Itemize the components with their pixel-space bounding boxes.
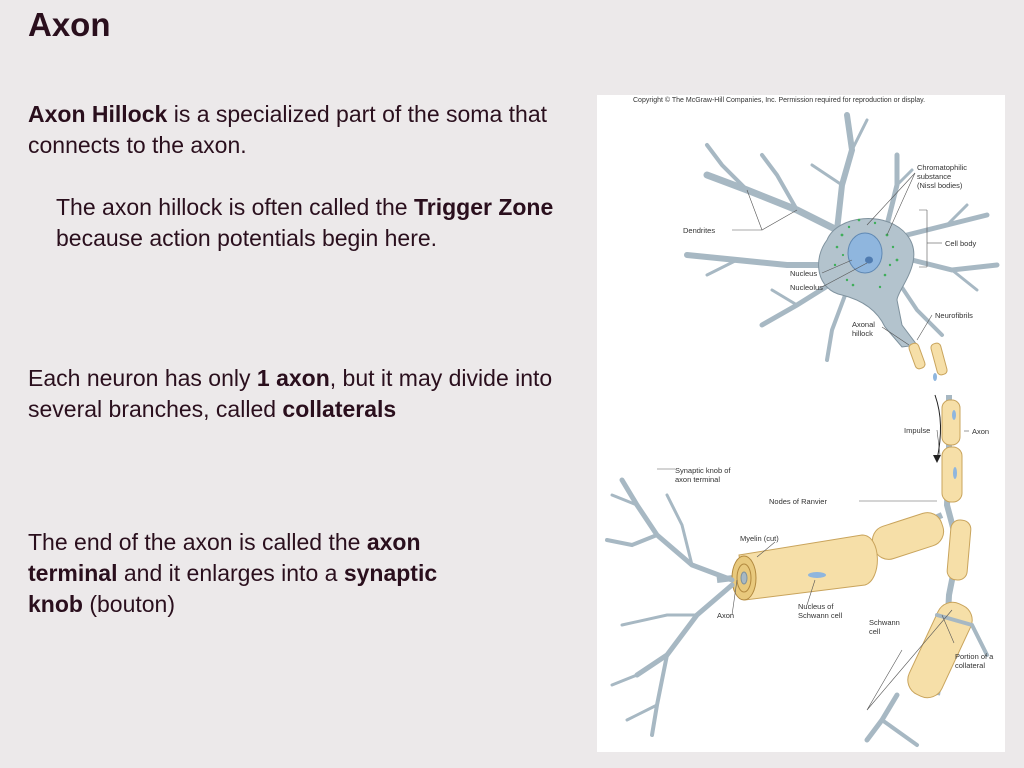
- text-terminal-1: The end of the axon is called the: [28, 529, 367, 555]
- text-collaterals-1: Each neuron has only: [28, 365, 257, 391]
- term-axon-terminal: axon terminal: [28, 529, 421, 586]
- text-trigger-intro: The axon hillock is often called the: [56, 194, 414, 220]
- label-nucleolus: Nucleolus: [790, 283, 823, 292]
- copyright-notice: Copyright © The McGraw-Hill Companies, I…: [633, 96, 925, 104]
- text-collaterals-2: , but it may divide into several branche…: [28, 365, 553, 422]
- label-dendrites: Dendrites: [683, 226, 715, 235]
- term-synaptic-knob: synaptic knob: [28, 560, 438, 617]
- label-nucleus-schwann-2: Schwann cell: [798, 611, 843, 620]
- label-axon-right: Axon: [972, 427, 989, 436]
- text-axon-hillock-def: is a specialized part of the soma that c…: [28, 101, 548, 158]
- paragraph-collaterals: Each neuron has only 1 axon, but it may …: [28, 363, 573, 425]
- label-impulse: Impulse: [904, 426, 930, 435]
- paragraph-axon-terminal: The end of the axon is called the axon t…: [28, 527, 498, 620]
- label-synaptic-knob-2: axon terminal: [675, 475, 720, 484]
- nucleus-shape: [847, 232, 883, 274]
- label-axonal-hillock-1: Axonal: [852, 320, 875, 329]
- label-cell-body: Cell body: [945, 239, 977, 248]
- label-chromatophilic-3: (Nissl bodies): [917, 181, 963, 190]
- axon-right: [907, 395, 973, 699]
- label-collateral-1: Portion of a: [955, 652, 994, 661]
- label-neurofibrils: Neurofibrils: [935, 311, 973, 320]
- neuron-illustration: Copyright © The McGraw-Hill Companies, I…: [605, 96, 1000, 747]
- text-trigger-reason: because action potentials begin here.: [56, 225, 438, 251]
- impulse-arrow: [933, 394, 942, 463]
- neuron-diagram: Copyright © The McGraw-Hill Companies, I…: [597, 95, 1005, 752]
- slide-title: Axon: [28, 6, 111, 43]
- nissl-bodies: [833, 218, 899, 289]
- label-axonal-hillock-2: hillock: [852, 329, 873, 338]
- paragraph-trigger-zone: The axon hillock is often called the Tri…: [56, 192, 576, 254]
- label-nodes-of-ranvier: Nodes of Ranvier: [769, 497, 827, 506]
- label-myelin: Myelin (cut): [740, 534, 779, 543]
- label-nucleus-schwann-1: Nucleus of: [798, 602, 834, 611]
- label-chromatophilic-1: Chromatophilic: [917, 163, 967, 172]
- cell-body-group: [684, 112, 1000, 362]
- label-schwann-2: cell: [869, 627, 881, 636]
- term-trigger-zone: Trigger Zone: [413, 194, 554, 220]
- label-nucleus: Nucleus: [790, 269, 817, 278]
- axon-horizontal: [716, 512, 945, 601]
- term-collaterals: collaterals: [282, 396, 397, 422]
- label-axon-bottom: Axon: [717, 611, 734, 620]
- text-terminal-3: (bouton): [82, 591, 176, 617]
- label-collateral-2: collateral: [955, 661, 985, 670]
- paragraph-axon-hillock: Axon Hillock is a specialized part of th…: [28, 99, 573, 161]
- text-terminal-2: and it enlarges into a: [117, 560, 344, 586]
- collateral-branches: [864, 613, 989, 747]
- diagram-labels: Chromatophilic substance (Nissl bodies) …: [675, 163, 994, 670]
- label-schwann-1: Schwann: [869, 618, 900, 627]
- label-chromatophilic-2: substance: [917, 172, 951, 181]
- axon-terminal-branches: [605, 477, 735, 737]
- term-one-axon: 1 axon: [256, 365, 330, 391]
- term-axon-hillock: Axon Hillock: [28, 101, 168, 127]
- myelin-upper: [908, 342, 948, 376]
- label-synaptic-knob-1: Synaptic knob of: [675, 466, 731, 475]
